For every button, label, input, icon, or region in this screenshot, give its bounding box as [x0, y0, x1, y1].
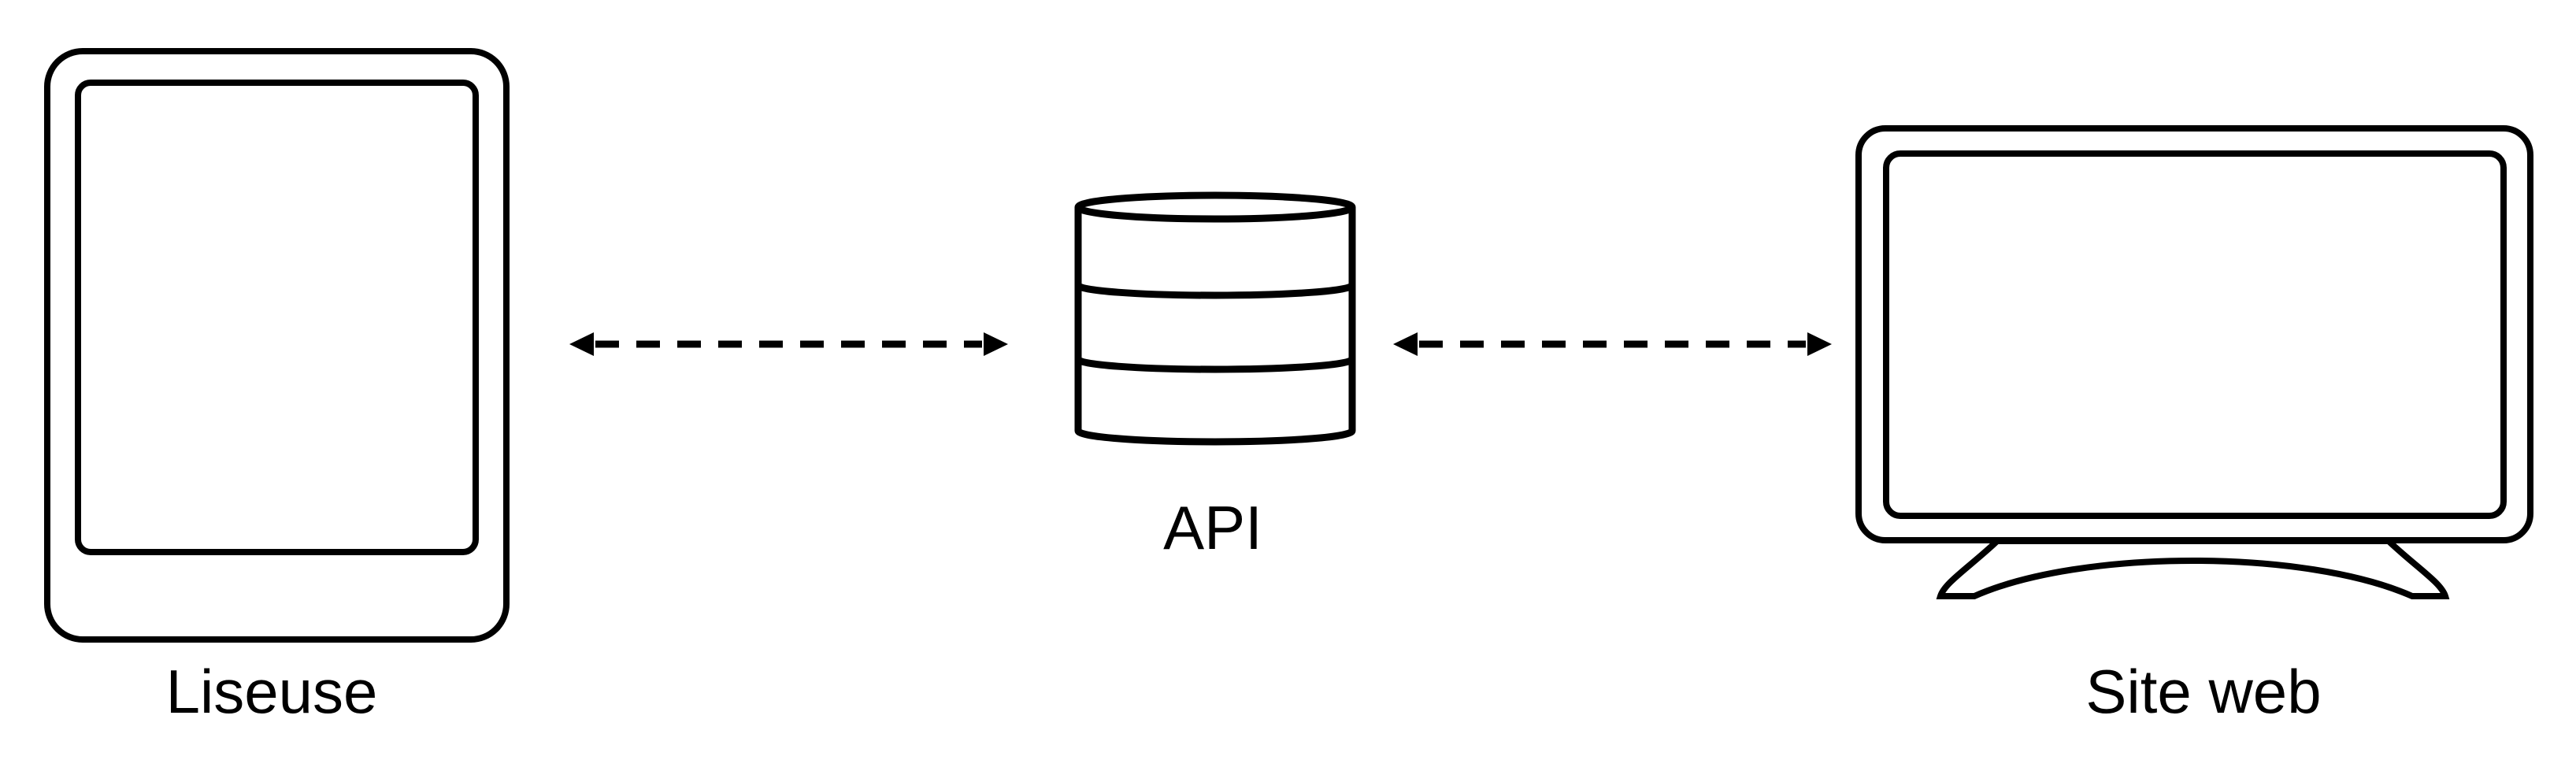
database-top	[1074, 191, 1356, 223]
monitor-stand	[1936, 538, 2450, 599]
node-liseuse: Liseuse	[44, 48, 510, 726]
connection-liseuse-api	[569, 332, 1008, 356]
monitor-icon	[1855, 125, 2533, 599]
node-label-siteweb: Site web	[2085, 657, 2321, 726]
node-label-liseuse: Liseuse	[166, 657, 378, 726]
node-api: API	[1074, 191, 1356, 562]
database-divider-1	[1074, 283, 1356, 299]
e-reader-icon	[44, 48, 510, 643]
arrowhead-left-icon	[569, 332, 594, 356]
arrowhead-right-icon	[1807, 332, 1832, 356]
database-bottom	[1074, 428, 1356, 446]
e-reader-screen	[75, 80, 479, 555]
database-divider-2	[1074, 357, 1356, 373]
database-icon	[1074, 191, 1356, 446]
connection-api-siteweb	[1393, 332, 1832, 356]
arrowhead-left-icon	[1393, 332, 1418, 356]
arrowhead-right-icon	[984, 332, 1008, 356]
node-label-api: API	[1163, 493, 1262, 562]
node-siteweb: Site web	[1855, 125, 2533, 726]
monitor-screen	[1883, 150, 2507, 519]
